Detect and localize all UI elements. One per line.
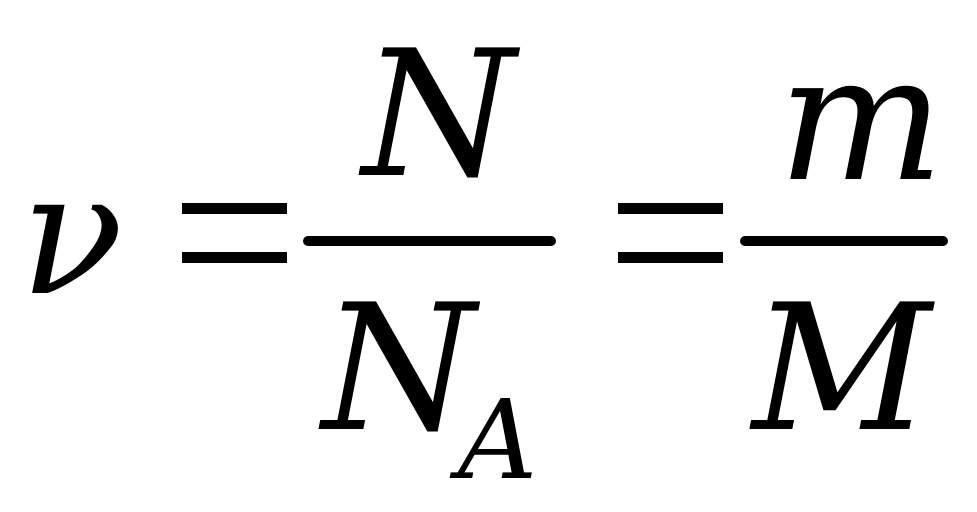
fraction1-numerator: N	[362, 14, 516, 217]
fraction2-bar	[740, 236, 948, 246]
fraction1-bar	[303, 236, 556, 246]
amount-of-substance-symbol: ν	[20, 136, 124, 334]
fraction1-denominator: N	[322, 268, 476, 471]
fraction1-denominator-subscript: A	[458, 376, 538, 504]
equals-sign-2	[618, 203, 723, 263]
fraction2-numerator: m	[778, 18, 944, 221]
equals-sign-1	[182, 203, 287, 263]
fraction2-denominator: M	[752, 268, 932, 471]
